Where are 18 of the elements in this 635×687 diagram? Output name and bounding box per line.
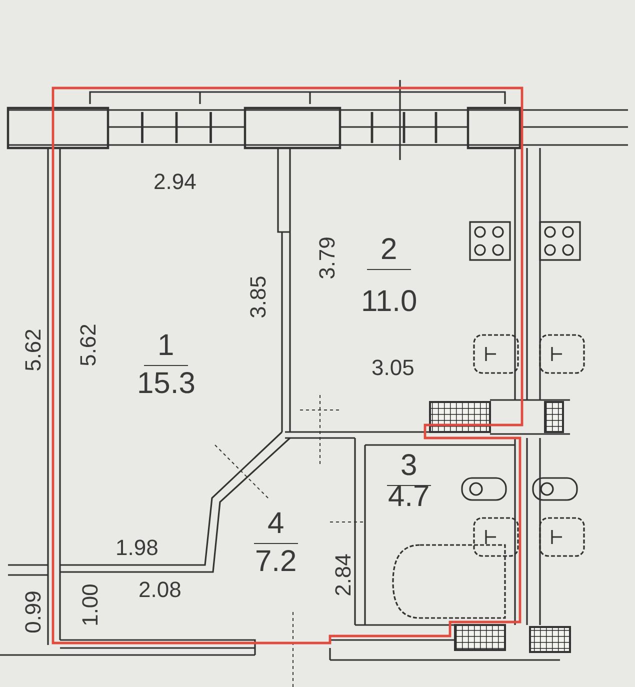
dimension-label: 2.94 [154, 171, 196, 193]
dimension-label: 3.85 [246, 276, 269, 318]
room-area: 15.3 [137, 369, 196, 399]
dimension-label: 2.08 [138, 579, 182, 601]
room-number: 2 [366, 234, 412, 270]
dimension-label: 1.98 [116, 537, 158, 559]
dimension-label: 0.99 [22, 590, 44, 634]
dimension-label: 3.05 [372, 357, 414, 379]
dimension-label: 3.79 [316, 236, 338, 280]
dimension-label: 5.62 [76, 324, 99, 366]
room-number: 1 [144, 330, 188, 366]
room-area: 11.0 [361, 287, 418, 317]
dimension-label: 5.62 [22, 328, 44, 372]
room-number: 3 [386, 450, 432, 486]
dimension-label: 2.84 [332, 554, 354, 596]
dimension-label: 1.00 [78, 584, 101, 626]
room-number: 4 [254, 508, 298, 544]
room-area: 7.2 [255, 547, 297, 577]
